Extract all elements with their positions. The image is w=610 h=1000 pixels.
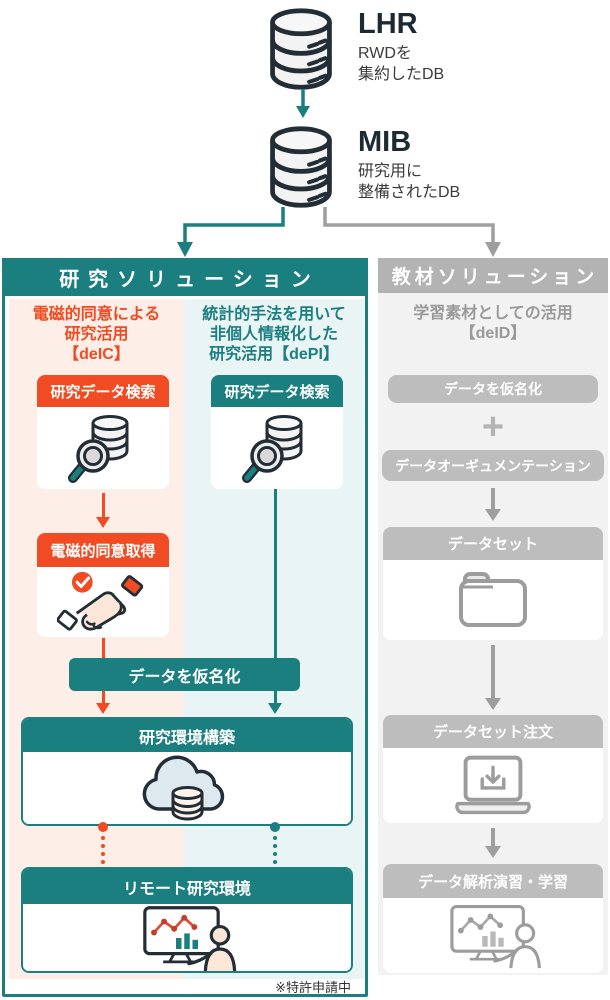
research-env-build-card: 研究環境構築 <box>21 717 353 826</box>
dot <box>101 852 105 856</box>
depi-title-line2: 非個人情報化した <box>209 326 338 343</box>
mib-desc-line2: 整備されたDB <box>358 184 461 201</box>
gray-arrow-2-head <box>485 698 501 710</box>
plus-sign: + <box>481 406 505 448</box>
handshake-consent-icon <box>57 571 144 631</box>
mib-label-block: MIB 研究用に 整備されたDB <box>358 126 460 203</box>
lhr-desc-line1: RWDを <box>358 45 412 62</box>
card-title: データセット <box>383 527 603 560</box>
material-pseudonymize-box: データを仮名化 <box>388 375 598 403</box>
card-title: 研究データ検索 <box>211 375 343 407</box>
dot <box>101 860 105 864</box>
deic-title-line1: 電磁的同意による <box>32 306 161 323</box>
gray-arrow-3-line <box>491 828 495 846</box>
dotted-connector-teal <box>270 822 280 832</box>
analysis-monitor-person-icon <box>143 905 237 971</box>
deic-title-line2: 研究活用 <box>64 326 129 343</box>
lhr-label-block: LHR RWDを 集約したDB <box>358 8 444 85</box>
gray-arrow-2-line <box>491 645 495 698</box>
deid-title-line2: 【deID】 <box>459 325 527 342</box>
dotted-connector-orange <box>98 822 108 832</box>
material-solution-panel: 教材ソリューション 学習素材としての活用 【deID】 データを仮名化 + デー… <box>378 258 608 975</box>
gray-arrow-3-head <box>485 846 501 858</box>
depi-column-title: 統計的手法を用いて 非個人情報化した 研究活用【dePI】 <box>184 305 364 365</box>
arrow-consent-to-env-head <box>96 703 110 714</box>
card-title: 電磁的同意取得 <box>37 533 169 567</box>
electronic-consent-card: 電磁的同意取得 <box>37 533 169 637</box>
dataset-card: データセット <box>383 527 603 640</box>
dot <box>101 836 105 840</box>
card-title: 研究データ検索 <box>37 375 169 407</box>
deid-title-line1: 学習素材としての活用 <box>413 305 573 322</box>
gray-arrow-1-line <box>491 488 495 509</box>
lhr-title: LHR <box>358 8 418 40</box>
folder-icon <box>459 572 527 627</box>
dot <box>273 860 277 864</box>
card-title: データセット注文 <box>383 715 603 748</box>
database-icon-lhr <box>270 8 332 90</box>
dot <box>273 852 277 856</box>
data-analysis-training-card: データ解析演習・学習 <box>383 864 603 973</box>
search-database-icon <box>68 415 129 483</box>
pseudonymize-box: データを仮名化 <box>69 658 300 691</box>
depi-title-line1: 統計的手法を用いて <box>202 306 346 323</box>
arrow-lhr-to-mib <box>296 89 310 118</box>
deid-usage-title: 学習素材としての活用 【deID】 <box>378 304 608 344</box>
remote-research-env-card: リモート研究環境 <box>21 867 353 973</box>
gray-arrow-1-head <box>485 509 501 521</box>
research-data-search-card-deic: 研究データ検索 <box>37 375 169 489</box>
arrow-search-to-consent-head <box>96 517 110 528</box>
card-title: リモート研究環境 <box>23 869 351 904</box>
arrow-depi-to-env-head <box>268 703 282 714</box>
dataset-order-card: データセット注文 <box>383 715 603 823</box>
dot <box>101 844 105 848</box>
branch-connectors <box>177 207 501 257</box>
search-database-icon <box>242 415 303 483</box>
cloud-database-icon <box>142 755 225 821</box>
research-panel-header: 研究ソリューション <box>2 258 368 296</box>
deic-column-title: 電磁的同意による 研究活用 【deIC】 <box>9 305 184 365</box>
depi-title-line3: 研究活用【dePI】 <box>209 346 339 363</box>
database-icon-mib <box>270 126 332 208</box>
training-monitor-person-icon <box>450 904 541 968</box>
card-title: 研究環境構築 <box>23 719 351 752</box>
patent-pending-note: ※特許申請中 <box>275 980 351 995</box>
deic-title-line3: 【deIC】 <box>63 346 130 363</box>
mib-title: MIB <box>358 126 412 158</box>
dot <box>273 836 277 840</box>
research-data-search-card-depi: 研究データ検索 <box>211 375 343 489</box>
mib-desc-line1: 研究用に <box>358 163 423 180</box>
dot <box>273 844 277 848</box>
arrow-search-to-consent-line <box>102 493 105 517</box>
laptop-download-icon <box>455 755 531 814</box>
arrow-depi-to-env-line <box>274 489 277 703</box>
data-augmentation-box: データオーギュメンテーション <box>382 450 604 481</box>
material-panel-header: 教材ソリューション <box>378 258 608 293</box>
research-solution-panel: 研究ソリューション 電磁的同意による 研究活用 【deIC】 統計的手法を用いて… <box>2 258 368 997</box>
lhr-desc-line2: 集約したDB <box>358 66 445 83</box>
card-title: データ解析演習・学習 <box>383 864 603 898</box>
